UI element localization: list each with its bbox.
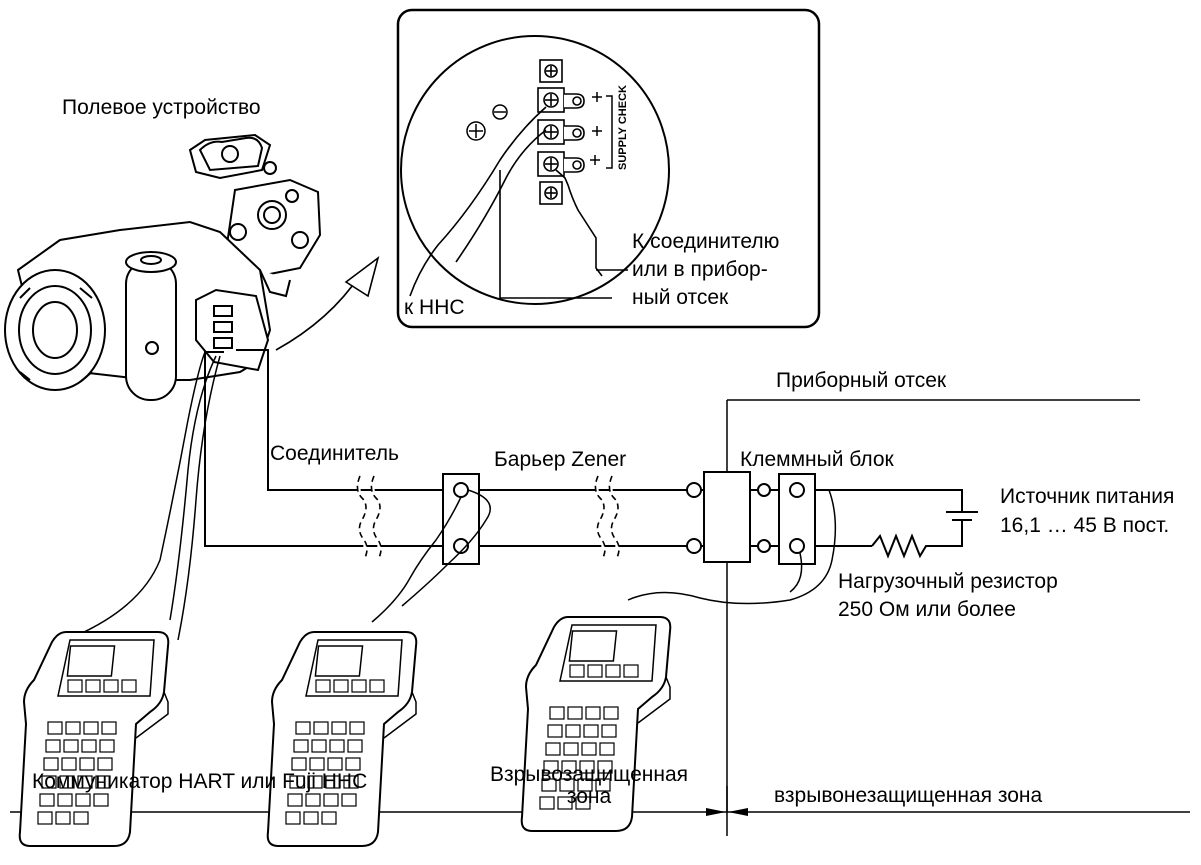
hazardous-zone-label-2: зона: [566, 785, 612, 808]
connector-label: Соединитель: [270, 442, 399, 465]
hart-communicator-2: [266, 631, 418, 847]
zone-arrow-right-icon: [728, 808, 748, 816]
supply-check-label: SUPPLY CHECK: [617, 85, 629, 170]
terminal-detail-inset: SUPPLY CHECK: [396, 8, 821, 329]
screw-icon: [466, 104, 508, 141]
inset-to-connector-label-2: или в прибор-: [632, 258, 768, 281]
zener-barrier-label: Барьер Zener: [494, 448, 627, 471]
field-device-label: Полевое устройство: [62, 96, 261, 119]
inset-to-connector-label-1: К соединителю: [632, 230, 780, 253]
nonhazardous-zone-label: взрывонезащищенная зона: [774, 784, 1043, 807]
hart-communicator-1: [18, 631, 170, 847]
inset-to-connector-label-3: ный отсек: [632, 286, 729, 309]
terminal-junction: [686, 471, 816, 565]
inset-to-hhc-label: к ННС: [404, 296, 465, 319]
cable-break-marks: [356, 475, 620, 561]
hazardous-zone-label-1: Взрывозащищенная: [489, 763, 689, 786]
communicator-label: Коммуникатор HART или Fuji HHC: [32, 770, 368, 793]
power-supply-label-1: Источник питания: [1000, 485, 1175, 508]
instrument-room-label: Приборный отсек: [776, 369, 947, 392]
power-supply-label-2: 16,1 … 45 В пост.: [1000, 514, 1170, 537]
load-resistor-label-2: 250 Ом или более: [838, 598, 1016, 621]
field-device: [4, 133, 322, 401]
zone-arrow-left-icon: [706, 808, 726, 816]
communicator-leads: [65, 351, 837, 641]
load-resistor-label-1: Нагрузочный резистор: [838, 570, 1058, 593]
terminal-block-label: Клеммный блок: [740, 448, 894, 471]
